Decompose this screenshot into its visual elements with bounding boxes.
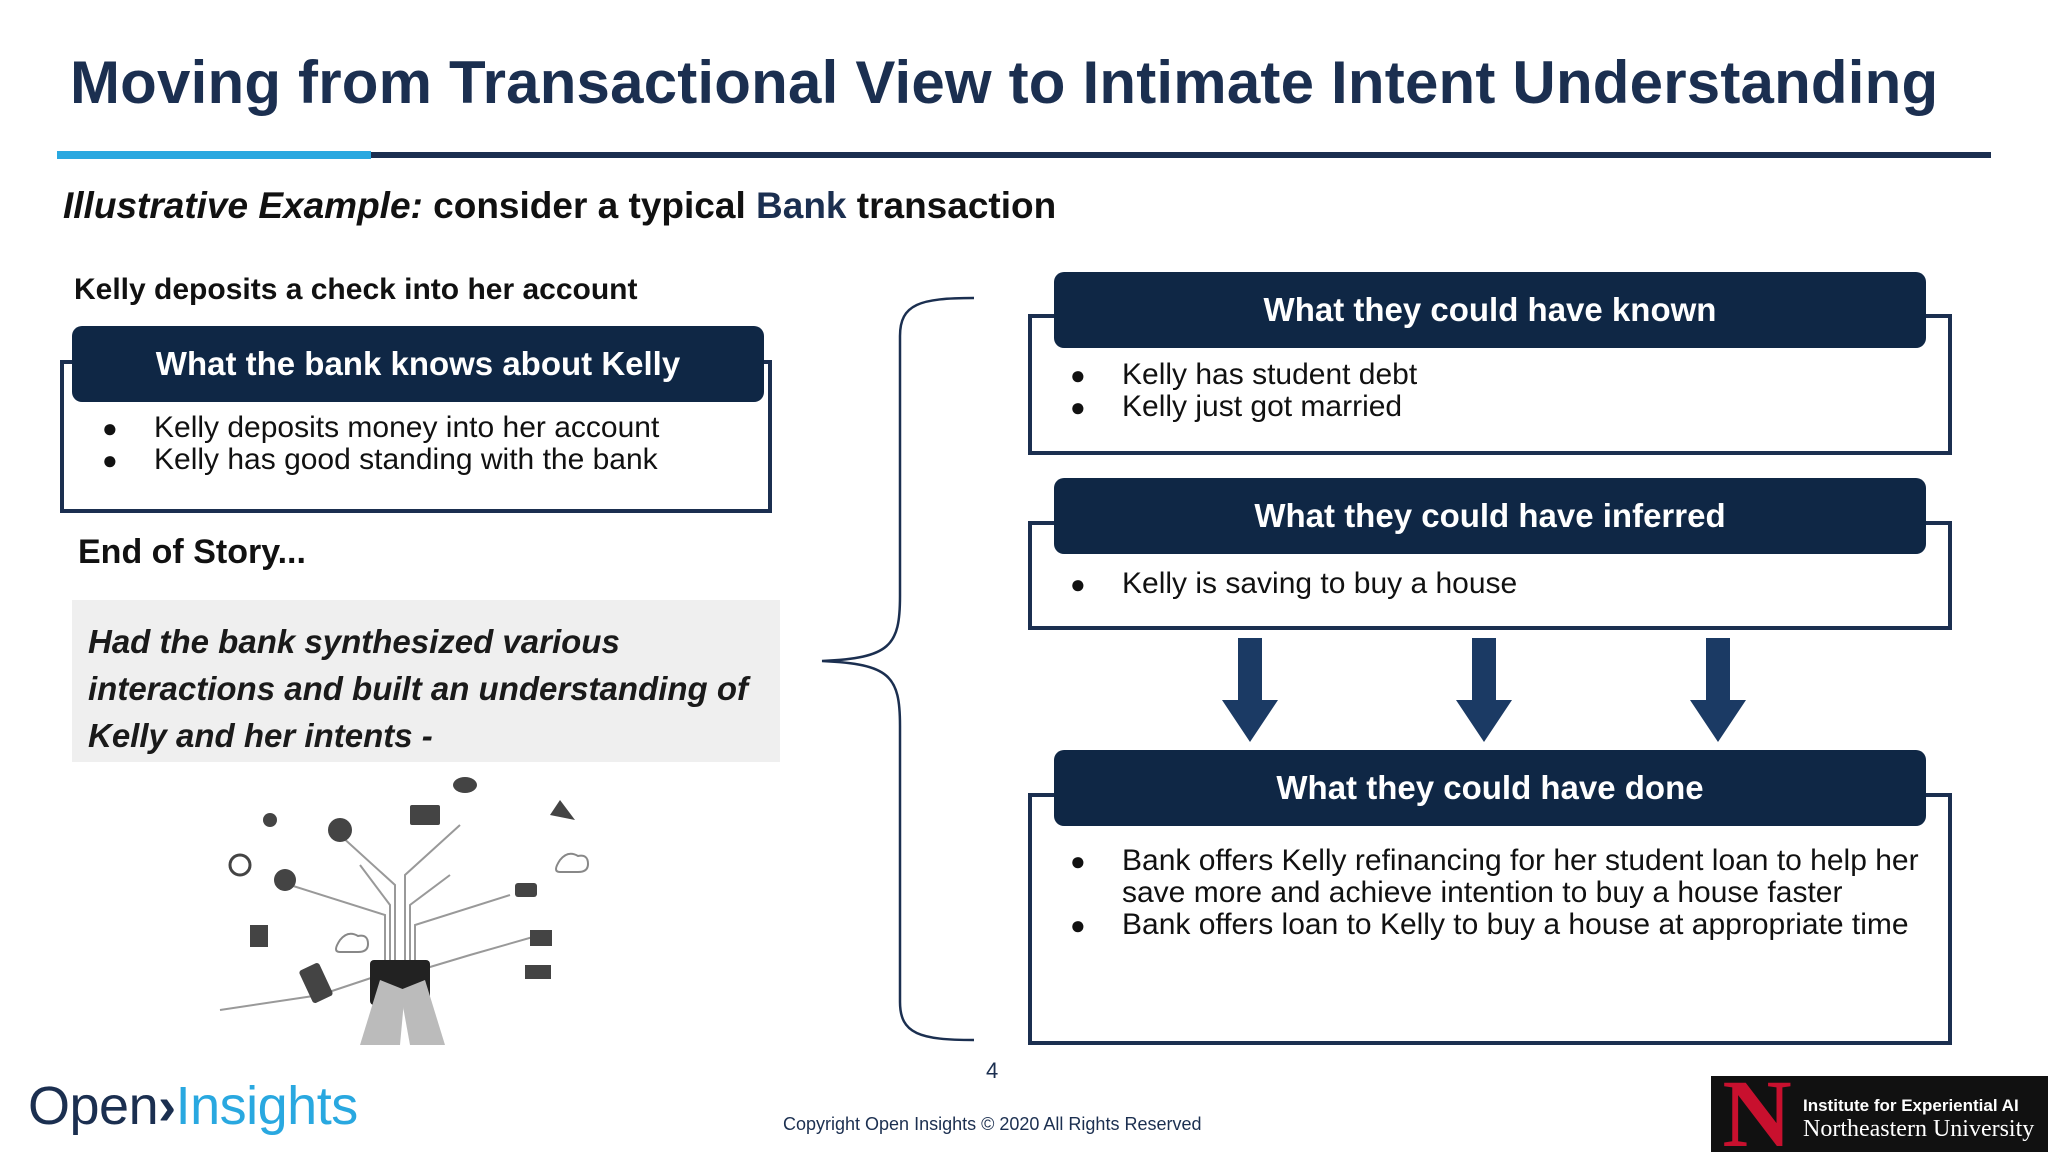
done-box <box>1028 793 1952 1045</box>
done-title: What they could have done <box>1054 750 1926 826</box>
hand-icon <box>360 980 405 1045</box>
down-arrow-icon <box>1456 638 1512 742</box>
left-heading: Kelly deposits a check into her account <box>74 273 638 306</box>
inferred-list: ● Kelly is saving to buy a house <box>1070 568 1930 600</box>
neu-university-label: Northeastern University <box>1803 1116 2035 1142</box>
done-list: ● Bank offers Kelly refinancing for her s… <box>1070 845 1932 941</box>
neu-letter-logo: N <box>1722 1060 1792 1167</box>
bullet-icon: ● <box>1070 392 1086 422</box>
neu-institute-label: Institute for Experiential AI <box>1803 1096 2019 1115</box>
list-item: ● Kelly just got married <box>1070 391 1930 423</box>
hand-icon <box>400 980 445 1045</box>
subtitle-italic: Illustrative Example: <box>63 185 423 226</box>
bullet-icon: ● <box>1070 846 1086 876</box>
title-divider <box>57 152 1991 158</box>
laptop-icon <box>410 805 440 825</box>
burger-icon <box>453 777 477 793</box>
list-item-text: Bank offers loan to Kelly to buy a house… <box>1122 908 1909 941</box>
bullet-icon: ● <box>1070 910 1086 940</box>
copyright-notice: Copyright Open Insights © 2020 All Right… <box>783 1114 1202 1134</box>
list-item-text: Kelly is saving to buy a house <box>1122 567 1518 600</box>
list-item: ● Kelly has student debt <box>1070 359 1930 391</box>
bullet-icon: ● <box>1070 360 1086 390</box>
bank-knows-list: ● Kelly deposits money into her account ●… <box>102 412 762 476</box>
end-of-story-label: End of Story... <box>78 533 306 571</box>
down-arrow-icon <box>1222 638 1278 742</box>
northeastern-logo: N Institute for Experiential AI Northeas… <box>1711 1060 2048 1167</box>
cloud-icon <box>555 852 590 873</box>
subtitle-pre: consider a typical <box>422 185 757 226</box>
page-number: 4 <box>986 1058 999 1083</box>
synthesis-quote: Had the bank synthesized various interac… <box>72 600 780 762</box>
cart-icon <box>263 813 277 827</box>
bank-knows-title: What the bank knows about Kelly <box>72 326 764 402</box>
data-tree-illustration <box>219 777 590 1045</box>
world-icon <box>274 869 296 891</box>
slide-subtitle: Illustrative Example: consider a typical… <box>63 185 1056 227</box>
list-item: ● Bank offers loan to Kelly to buy a hous… <box>1070 909 1932 941</box>
known-title: What they could have known <box>1054 272 1926 348</box>
piano-icon <box>525 965 551 979</box>
logo-chevron-icon: › <box>158 1076 176 1136</box>
subtitle-post: transaction <box>846 185 1057 226</box>
inferred-title: What they could have inferred <box>1054 478 1926 554</box>
pizza-icon <box>550 800 575 820</box>
phone-icon <box>299 963 333 1003</box>
list-item-text: Kelly has student debt <box>1122 358 1418 391</box>
list-item-text: Bank offers Kelly refinancing for her st… <box>1122 844 1919 909</box>
globe-icon <box>328 818 352 842</box>
bullet-icon: ● <box>1070 569 1086 599</box>
slide-title: Moving from Transactional View to Intima… <box>70 49 1939 116</box>
logo-open: Open <box>28 1076 159 1136</box>
list-item: ● Kelly has good standing with the bank <box>102 444 762 476</box>
list-item: ● Kelly deposits money into her account <box>102 412 762 444</box>
list-item-text: Kelly just got married <box>1122 390 1403 423</box>
down-arrow-icon <box>1690 638 1746 742</box>
bullet-icon: ● <box>102 445 118 475</box>
at-sign-icon <box>228 853 252 877</box>
list-item: ● Kelly is saving to buy a house <box>1070 568 1930 600</box>
bullet-icon: ● <box>102 413 118 443</box>
cloud-icon <box>335 932 370 953</box>
known-list: ● Kelly has student debt ● Kelly just got … <box>1070 359 1930 423</box>
open-insights-logo: Open›Insights <box>28 1075 358 1137</box>
list-item-text: Kelly deposits money into her account <box>154 411 660 444</box>
gamepad-icon <box>515 883 537 897</box>
title-divider-accent <box>57 151 371 159</box>
document-icon <box>250 925 268 947</box>
list-item: ● Bank offers Kelly refinancing for her s… <box>1070 845 1932 909</box>
logo-insights: Insights <box>175 1076 359 1136</box>
video-icon <box>530 930 552 946</box>
list-item-text: Kelly has good standing with the bank <box>154 443 658 476</box>
subtitle-highlight: Bank <box>756 185 847 226</box>
curly-brace <box>821 296 975 1042</box>
